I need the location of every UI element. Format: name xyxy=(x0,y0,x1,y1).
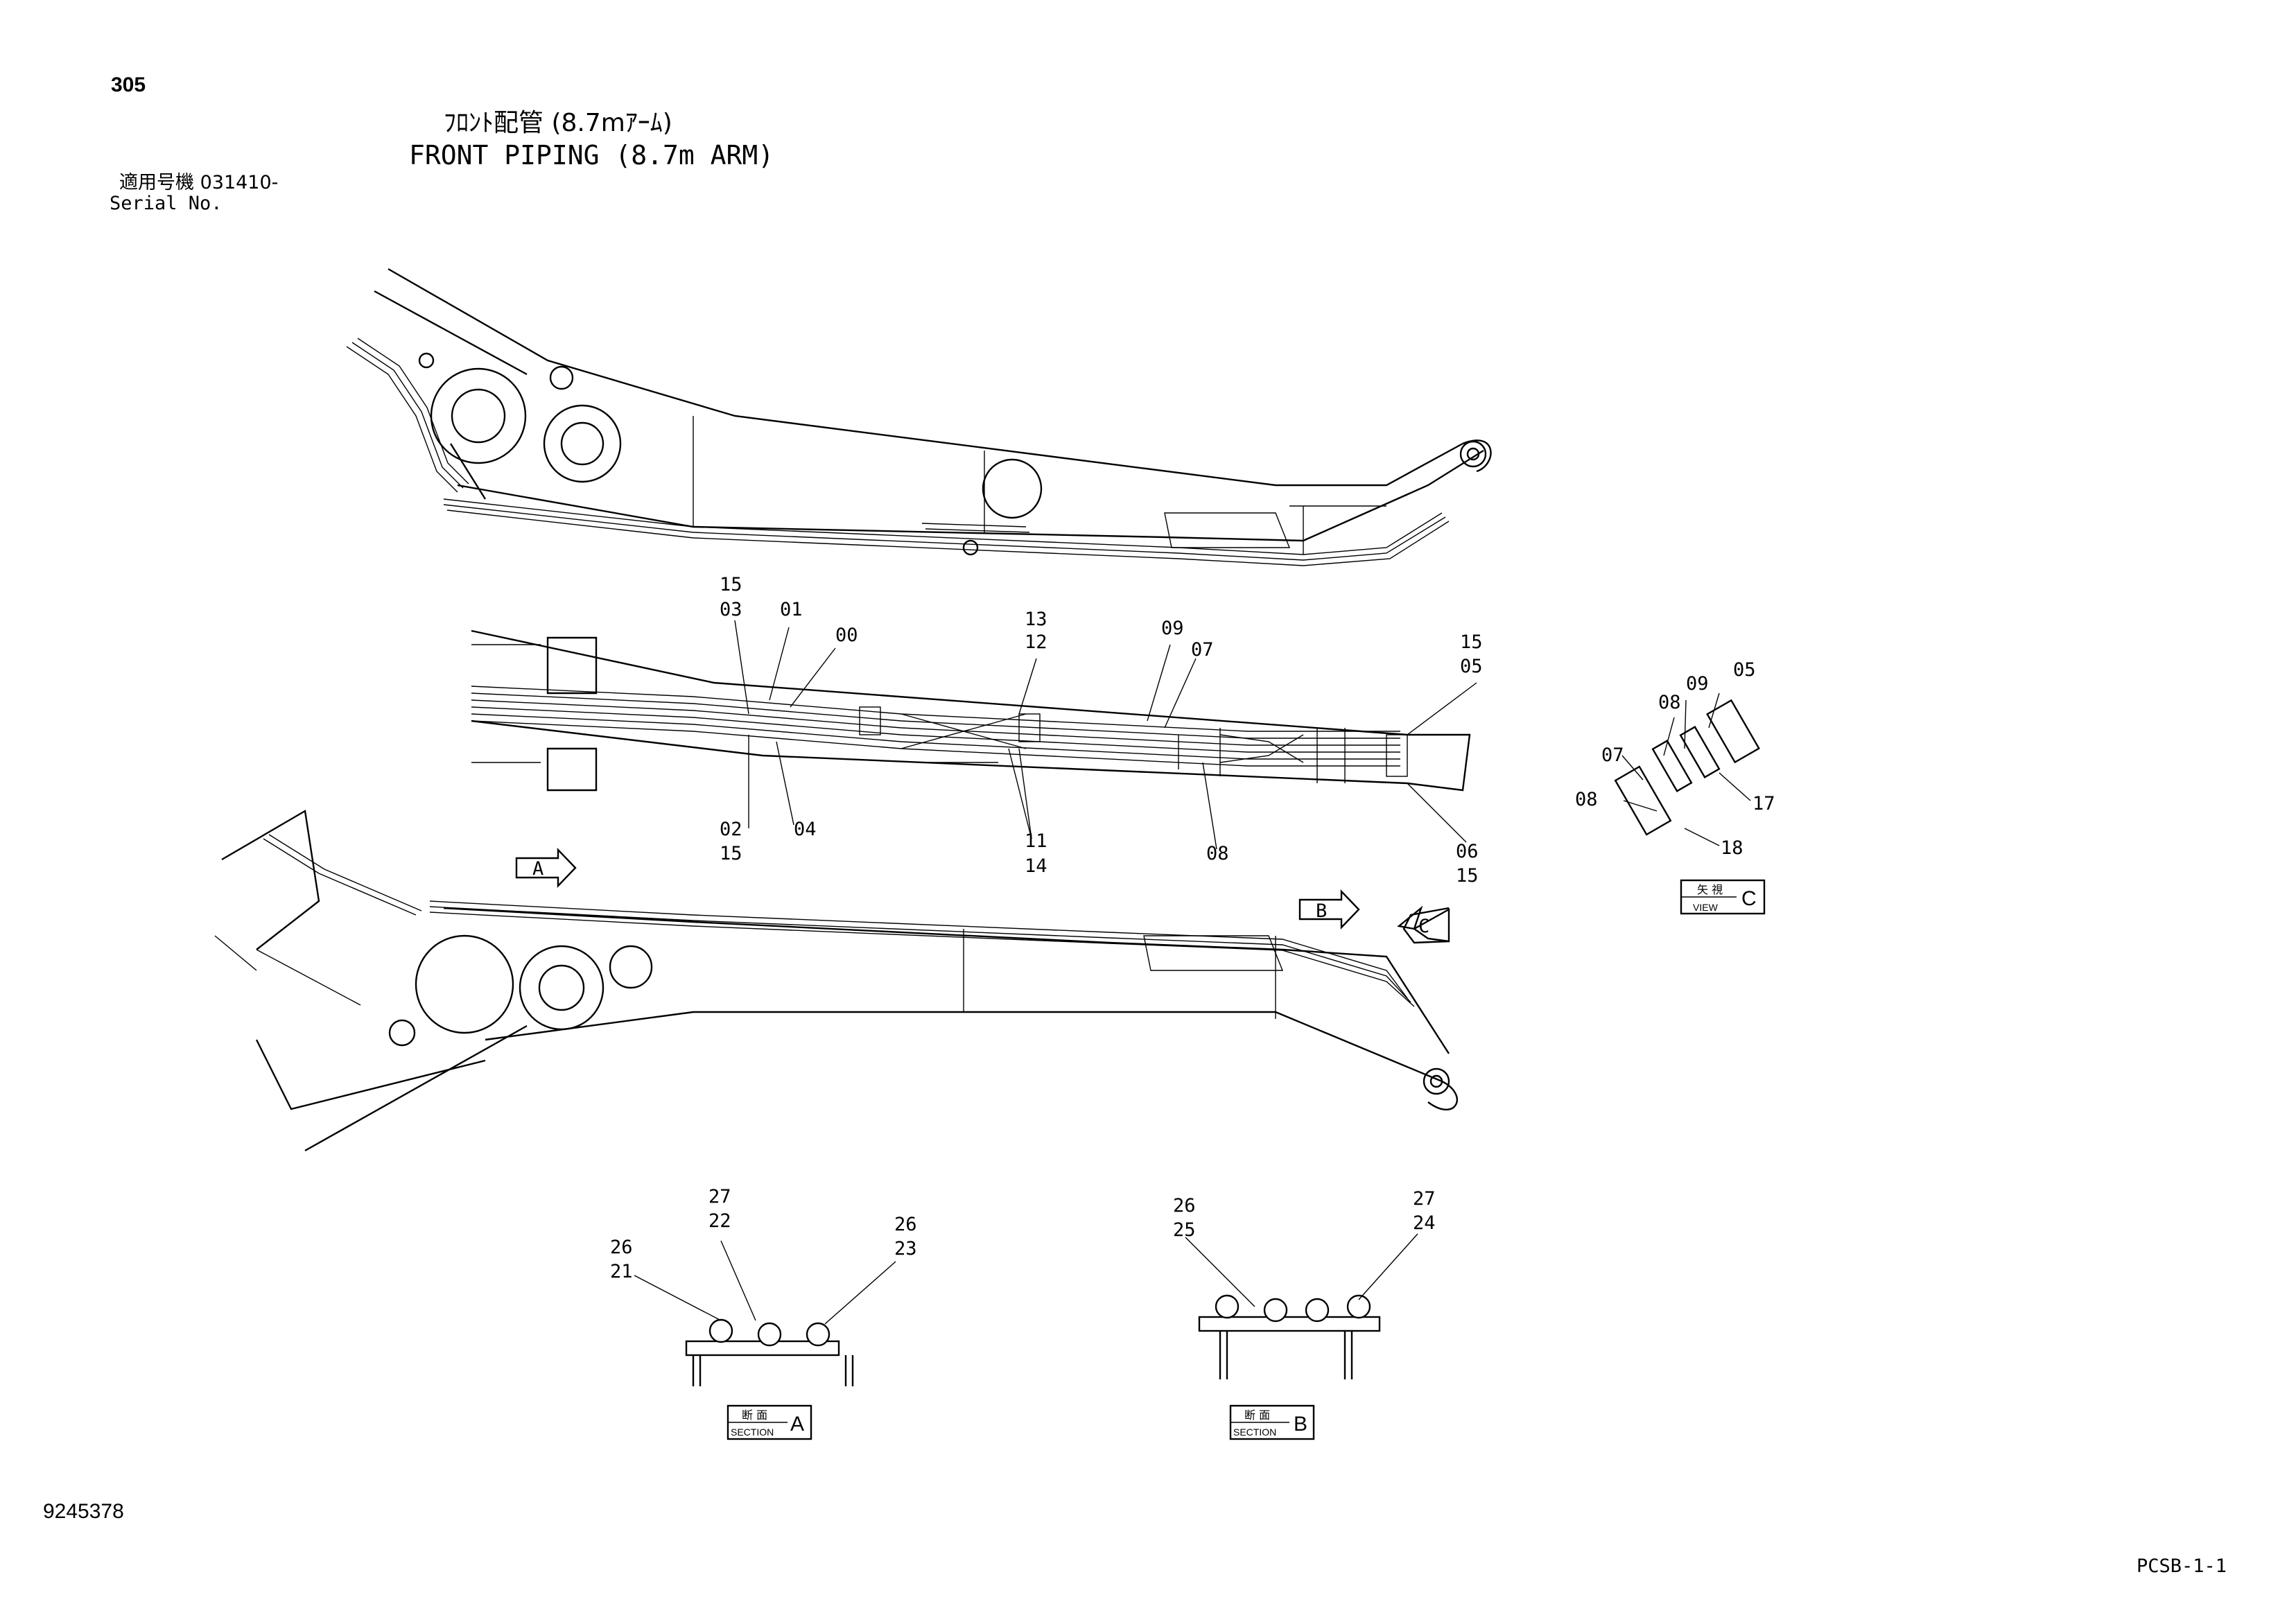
callout-top-03: 03 xyxy=(720,599,742,620)
callout-bottom-06: 06 xyxy=(1456,841,1479,862)
view-arrow-a-letter: A xyxy=(532,858,543,880)
callout-top-00: 00 xyxy=(835,625,858,646)
callout-top-13: 13 xyxy=(1025,609,1047,630)
callout-view-c-08b: 08 xyxy=(1575,789,1598,810)
part-callouts: 15 03 01 00 13 12 09 07 15 05 02 15 04 1… xyxy=(610,574,1775,1282)
arm-side-view-bottom xyxy=(214,810,1458,1152)
callout-top-07: 07 xyxy=(1191,639,1214,661)
section-a-label-letter: A xyxy=(790,1413,804,1436)
serial-label-english: Serial No. xyxy=(110,193,223,214)
callout-top-01: 01 xyxy=(780,599,803,620)
callout-section-a-23: 23 xyxy=(894,1238,917,1259)
callout-section-b-24: 24 xyxy=(1413,1212,1436,1234)
arm-side-view-top xyxy=(346,268,1492,566)
view-c-label-en: VIEW xyxy=(1693,902,1719,913)
callout-section-a-22: 22 xyxy=(708,1210,731,1232)
callout-bottom-15b: 15 xyxy=(1456,865,1479,887)
callout-bottom-08: 08 xyxy=(1206,843,1229,864)
section-a-label-en: SECTION xyxy=(731,1427,774,1438)
section-a-detail xyxy=(685,1318,854,1386)
view-arrow-b: B xyxy=(1298,889,1360,930)
section-b-label-letter: B xyxy=(1294,1413,1307,1436)
view-c-label: 矢 視 VIEW C xyxy=(1680,879,1766,915)
section-b-detail xyxy=(1198,1294,1381,1379)
callout-section-b-27: 27 xyxy=(1413,1188,1436,1210)
title-japanese: ﾌﾛﾝﾄ配管 (8.7mｱｰﾑ) xyxy=(444,109,672,137)
view-arrow-c: C xyxy=(1397,905,1450,944)
sheet-code: PCSB-1-1 xyxy=(2137,1555,2227,1577)
section-a-label: 断 面 SECTION A xyxy=(727,1404,812,1440)
view-c-label-letter: C xyxy=(1741,887,1757,910)
callout-section-a-21: 21 xyxy=(610,1261,633,1282)
callout-view-c-07: 07 xyxy=(1601,744,1624,766)
serial-label-japanese: 適用号機 031410- xyxy=(119,172,279,193)
callout-section-a-26b: 26 xyxy=(894,1214,917,1235)
view-c-parts xyxy=(1614,699,1760,836)
callout-right-05: 05 xyxy=(1460,656,1483,677)
callout-bottom-15: 15 xyxy=(720,843,742,864)
page-number: 305 xyxy=(111,73,146,96)
section-b-label: 断 面 SECTION B xyxy=(1229,1404,1315,1440)
title-english: FRONT PIPING (8.7m ARM) xyxy=(409,140,774,171)
document-number: 9245378 xyxy=(43,1500,124,1523)
callout-section-b-25: 25 xyxy=(1173,1219,1196,1241)
callout-bottom-04: 04 xyxy=(794,819,817,840)
view-arrow-a: A xyxy=(515,848,577,888)
callout-section-b-26: 26 xyxy=(1173,1195,1196,1216)
callout-top-09: 09 xyxy=(1161,618,1184,639)
callout-view-c-05: 05 xyxy=(1733,659,1756,681)
view-c-label-jp: 矢 視 xyxy=(1697,883,1723,896)
callout-view-c-18: 18 xyxy=(1721,837,1743,859)
section-b-label-en: SECTION xyxy=(1233,1427,1276,1438)
callout-top-15: 15 xyxy=(720,574,742,595)
callout-view-c-17: 17 xyxy=(1753,793,1775,814)
callout-section-a-26a: 26 xyxy=(610,1237,633,1258)
callout-bottom-02: 02 xyxy=(720,819,742,840)
section-b-label-jp: 断 面 xyxy=(1244,1409,1270,1422)
view-arrow-b-letter: B xyxy=(1316,900,1327,922)
callout-section-a-27: 27 xyxy=(708,1186,731,1207)
callout-bottom-11: 11 xyxy=(1025,830,1047,852)
view-arrow-c-letter: C xyxy=(1418,916,1429,937)
callout-top-12: 12 xyxy=(1025,631,1047,653)
section-a-label-jp: 断 面 xyxy=(742,1409,767,1422)
callout-bottom-14: 14 xyxy=(1025,855,1047,877)
leader-lines xyxy=(634,620,1751,1325)
callout-view-c-08a: 08 xyxy=(1658,692,1681,713)
callout-view-c-09: 09 xyxy=(1686,673,1709,695)
callout-right-15: 15 xyxy=(1460,631,1483,653)
arm-plan-view-middle xyxy=(471,629,1471,792)
